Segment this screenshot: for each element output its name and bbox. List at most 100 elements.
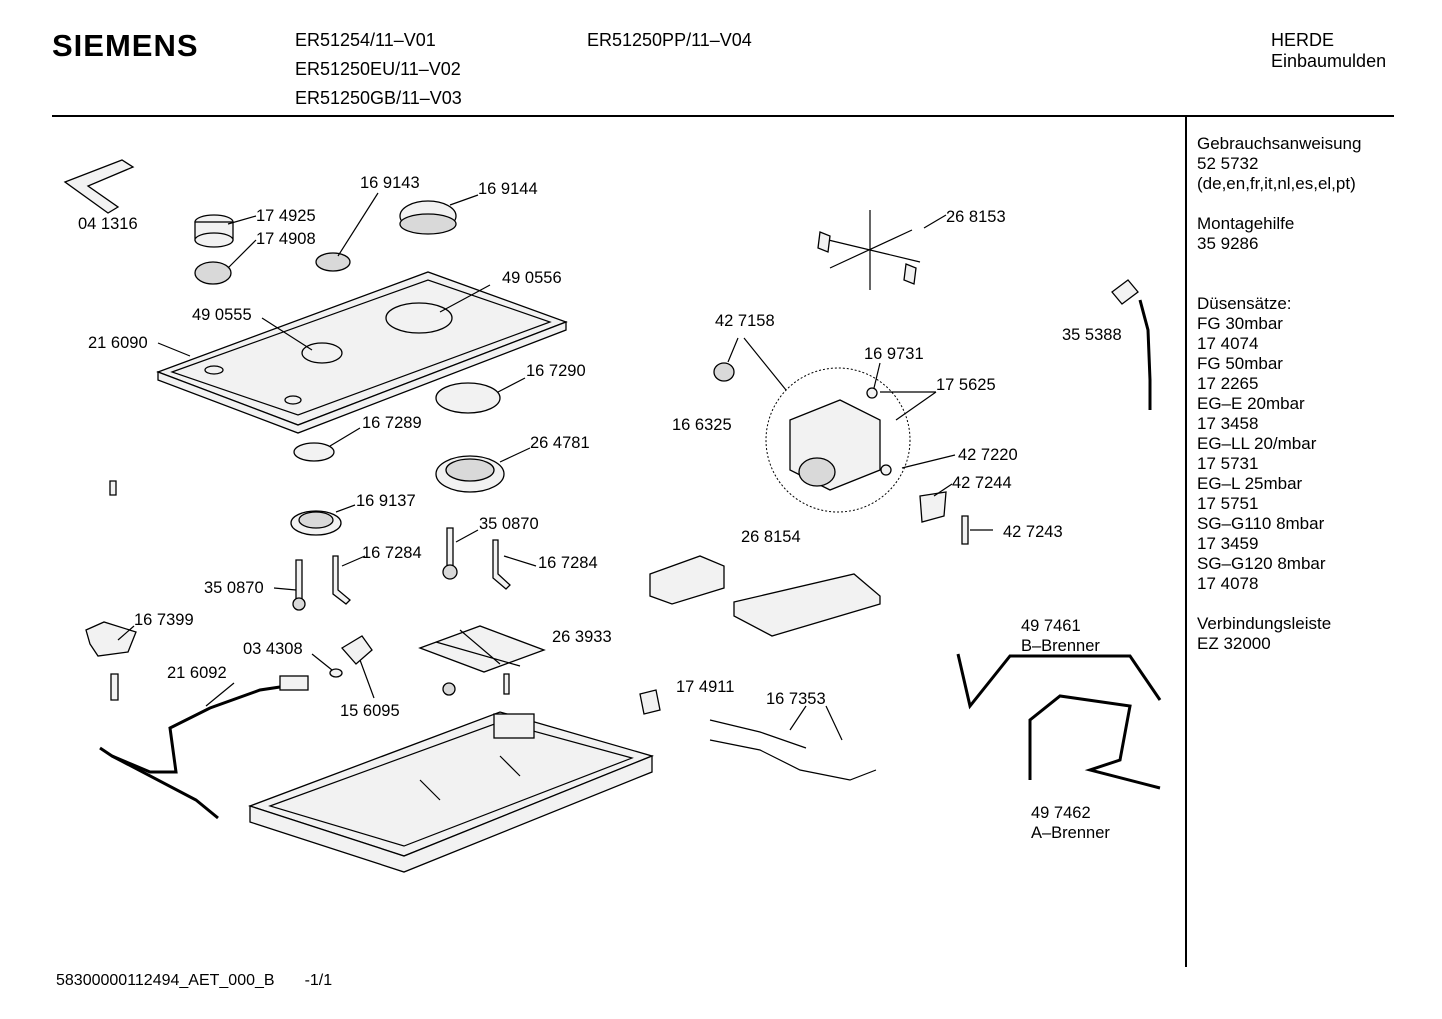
- part-label: 16 9137: [356, 492, 416, 510]
- sidebar-line: 52 5732: [1197, 154, 1259, 173]
- leader-line: [227, 239, 257, 269]
- sidebar-line: Gebrauchsanweisung: [1197, 134, 1362, 153]
- burner-cap-part: [315, 252, 351, 272]
- part-label: 17 4925: [256, 207, 316, 225]
- leader-line: [497, 377, 526, 393]
- sidebar-line: EG–LL 20/mbar: [1197, 434, 1317, 453]
- sidebar-line: (de,en,fr,it,nl,es,el,pt): [1197, 174, 1356, 193]
- leader-line: [205, 682, 235, 707]
- nozzle: [442, 682, 456, 696]
- nozzle-washer: [329, 668, 343, 678]
- sidebar-line: 17 4074: [1197, 334, 1259, 353]
- clip: [919, 491, 947, 523]
- tray-box: [493, 713, 535, 739]
- part-label: 04 1316: [78, 215, 138, 233]
- leader-line: [789, 705, 843, 741]
- part-label: 16 9144: [478, 180, 538, 198]
- gas-valve-detail: [765, 367, 911, 513]
- sidebar-line: SG–G110 8mbar: [1197, 514, 1325, 533]
- gas-pipe: [99, 682, 301, 774]
- sidebar-line: Düsensätze:: [1197, 294, 1292, 313]
- valve-seal: [880, 464, 892, 476]
- sidebar-line: 35 9286: [1197, 234, 1259, 253]
- hob-hole: [284, 395, 302, 405]
- part-label: 49 7461: [1021, 617, 1081, 635]
- thermocouple: [492, 539, 511, 590]
- header-divider: [52, 115, 1394, 117]
- leader-line: [901, 454, 956, 469]
- leader-line: [449, 194, 479, 206]
- cross-spring-end: [903, 263, 917, 285]
- leader-line: [359, 659, 375, 699]
- mains-plug: [1111, 279, 1139, 305]
- hob-plate-edge: [157, 321, 567, 434]
- model-number: ER51250EU/11–V02: [295, 59, 461, 79]
- sidebar-line: 17 3458: [1197, 414, 1259, 433]
- sidebar-block-nozzles: Düsensätze: FG 30mbar 17 4074 FG 50mbar …: [1197, 294, 1361, 594]
- cross-bracket-detail: [435, 629, 521, 667]
- document-id: 58300000112494_AET_000_B: [56, 972, 275, 989]
- screw: [110, 673, 119, 701]
- part-label: 49 0556: [502, 269, 562, 287]
- leader-line: [329, 427, 361, 447]
- tray-detail: [419, 755, 521, 801]
- part-label: 16 7399: [134, 611, 194, 629]
- hob-hole: [204, 365, 224, 375]
- seal-ring: [435, 382, 501, 414]
- sidebar-line: FG 50mbar: [1197, 354, 1283, 373]
- leader-line: [455, 529, 479, 543]
- footer: 58300000112494_AET_000_B-1/1: [56, 972, 332, 990]
- part-label: 21 6092: [167, 664, 227, 682]
- part-label: 17 4911: [676, 678, 734, 696]
- part-label: 16 7289: [362, 414, 422, 432]
- part-label: 16 9143: [360, 174, 420, 192]
- sidebar-block-mounting: Montagehilfe 35 9286: [1197, 214, 1361, 254]
- model-number: ER51254/11–V01: [295, 30, 436, 50]
- part-label: 21 6090: [88, 334, 148, 352]
- sidebar-line: 17 3459: [1197, 534, 1259, 553]
- burner-cap-part: [194, 261, 232, 285]
- part-label: 16 7353: [766, 690, 826, 708]
- screw: [109, 480, 117, 496]
- part-label: 03 4308: [243, 640, 303, 658]
- part-label: 26 4781: [530, 434, 590, 452]
- part-label: 26 8153: [946, 208, 1006, 226]
- leader-line: [311, 653, 333, 671]
- part-label: 26 3933: [552, 628, 612, 646]
- leader-line: [873, 362, 881, 389]
- hob-plate-rim: [170, 279, 552, 416]
- burner-cap-part: [399, 213, 457, 235]
- part-label: 26 8154: [741, 528, 801, 546]
- tool-key: [63, 159, 135, 214]
- part-label: 17 5625: [936, 376, 996, 394]
- sidebar-line: EZ 32000: [1197, 634, 1271, 653]
- mounting-rail: [733, 573, 881, 637]
- leader-line: [933, 483, 953, 497]
- mains-cable: [1138, 299, 1152, 410]
- part-label: 16 7284: [362, 544, 422, 562]
- ignition-electrode: [292, 597, 306, 611]
- valve-seal: [866, 387, 878, 399]
- thermocouple: [332, 555, 351, 605]
- subcategory: Einbaumulden: [1271, 51, 1387, 71]
- burner-opening: [385, 302, 453, 334]
- siemens-logo: SIEMENS: [52, 28, 199, 63]
- part-label: 15 6095: [340, 702, 400, 720]
- screw: [961, 515, 969, 545]
- part-label: 35 0870: [479, 515, 539, 533]
- leader-line: [880, 391, 937, 421]
- leader-line: [117, 625, 135, 641]
- base-tray-inner: [268, 721, 634, 847]
- leader-line: [341, 555, 366, 567]
- part-label: 49 0555: [192, 306, 252, 324]
- burner-opening: [301, 342, 343, 364]
- burner-body: [298, 511, 334, 529]
- part-label: 42 7244: [952, 474, 1012, 492]
- part-label: 16 9731: [864, 345, 924, 363]
- ignition-electrode: [442, 564, 458, 580]
- sidebar-line: EG–E 20mbar: [1197, 394, 1305, 413]
- sidebar-line: 17 2265: [1197, 374, 1259, 393]
- burner-ring-part: [194, 232, 234, 248]
- model-number: ER51250PP/11–V04: [587, 30, 752, 50]
- category-block: HERDE Einbaumulden: [1271, 30, 1386, 72]
